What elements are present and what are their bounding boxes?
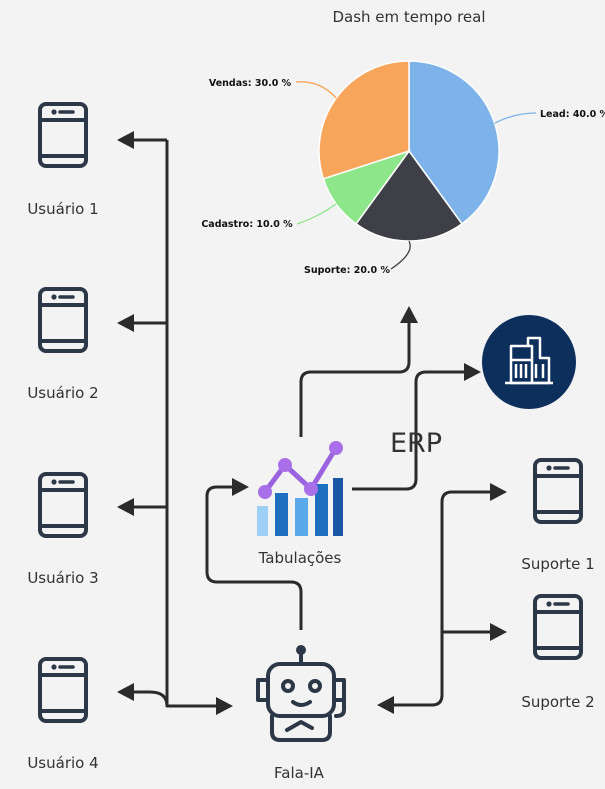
- arrowhead-erp: [464, 363, 481, 381]
- arrowhead-support-2: [490, 623, 507, 641]
- user-label: Usuário 1: [27, 200, 98, 218]
- connector-bot-support: [394, 490, 492, 707]
- user-node-3: Usuário 3: [27, 472, 99, 587]
- pie-label-lead: Lead: 40.0 %: [540, 109, 605, 120]
- user-label: Usuário 2: [27, 384, 98, 402]
- smartphone-icon: [533, 458, 583, 524]
- arrowhead-bot: [216, 697, 233, 715]
- erp-node: ERP: [390, 315, 576, 459]
- smartphone-icon: [38, 657, 88, 723]
- fala-ia-label: Fala-IA: [274, 764, 325, 782]
- smartphone-icon: [38, 472, 88, 538]
- realtime-dashboard-chart: Dash em tempo real Lead: 40.0 % Suporte: …: [201, 8, 605, 276]
- pie-leader-cadastro: [296, 203, 337, 225]
- arrowhead-user-3: [117, 498, 134, 516]
- robot-icon: [256, 645, 346, 742]
- support-node-1: Suporte 1: [521, 458, 595, 573]
- pie-slices: Lead: 40.0 % Suporte: 20.0 % Cadastro: 10.…: [201, 60, 605, 276]
- erp-building-icon: [482, 315, 576, 409]
- pie-slice-lead: [408, 60, 500, 225]
- arrowhead-support-1: [490, 483, 507, 501]
- support-label: Suporte 2: [521, 693, 594, 711]
- user-node-4: Usuário 4: [27, 657, 99, 772]
- pie-slice-vendas: [318, 60, 410, 180]
- arrowhead-user-1: [117, 131, 134, 149]
- pie-label-cadastro: Cadastro: 10.0 %: [201, 219, 293, 230]
- tabulacoes-node: Tabulações: [257, 441, 343, 567]
- connector-tabulacoes-dashboard: [299, 320, 411, 437]
- pie-leader-vendas: [295, 81, 337, 99]
- support-label: Suporte 1: [521, 555, 594, 573]
- smartphone-icon: [38, 287, 88, 353]
- user-node-1: Usuário 1: [27, 102, 99, 218]
- pie-slice-suporte: [355, 149, 463, 242]
- connector-user-4: [131, 690, 218, 708]
- pie-leader-suporte: [390, 240, 411, 270]
- arrowhead-tabulacoes: [232, 478, 249, 496]
- pie-leader-lead: [494, 112, 537, 124]
- bar-line-chart-icon: [257, 441, 343, 536]
- fala-ia-node: Fala-IA: [256, 645, 346, 782]
- arrowhead-dashboard: [400, 306, 418, 323]
- arrowhead-user-2: [117, 314, 134, 332]
- smartphone-icon: [533, 594, 583, 660]
- erp-label: ERP: [390, 428, 442, 459]
- user-node-2: Usuário 2: [27, 287, 99, 402]
- user-label: Usuário 3: [27, 569, 98, 587]
- pie-label-suporte: Suporte: 20.0 %: [304, 265, 390, 276]
- arrowhead-user-4: [117, 683, 134, 701]
- support-node-2: Suporte 2: [521, 594, 595, 711]
- tabulacoes-label: Tabulações: [258, 549, 342, 567]
- chart-title: Dash em tempo real: [332, 8, 485, 26]
- user-label: Usuário 4: [27, 754, 98, 772]
- connector-bot-tabulacoes: [205, 485, 303, 630]
- smartphone-icon: [38, 102, 88, 168]
- pie-label-vendas: Vendas: 30.0 %: [209, 78, 292, 89]
- arrowhead-bot-from-support: [377, 696, 394, 714]
- connectors: [117, 131, 507, 715]
- connector-tabulacoes-erp: [352, 370, 466, 491]
